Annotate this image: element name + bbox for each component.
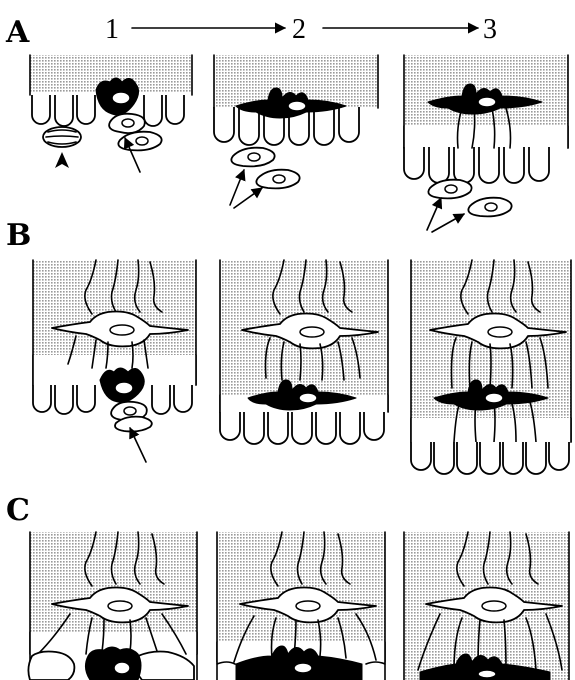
row-label-b: B xyxy=(6,218,31,253)
panel-a3 xyxy=(404,55,568,232)
step-number-1: 1 xyxy=(105,14,119,45)
row-label-a: A xyxy=(5,15,30,50)
migration-arrow xyxy=(130,428,146,462)
migration-arrow xyxy=(432,214,464,232)
panel-c2 xyxy=(217,532,385,680)
black-cell xyxy=(85,647,141,680)
row-label-c: C xyxy=(6,493,30,528)
panel-a2 xyxy=(214,55,378,208)
panel-c1 xyxy=(28,532,197,680)
panel-b1 xyxy=(33,260,196,462)
panel-c3 xyxy=(404,532,569,680)
migration-arrow xyxy=(234,188,262,208)
step-number-2: 2 xyxy=(292,14,306,45)
panel-b2 xyxy=(220,260,388,444)
panel-a1 xyxy=(30,55,192,172)
panel-b3 xyxy=(411,260,571,474)
migration-arrow xyxy=(427,198,441,230)
arrowhead-icon xyxy=(55,152,69,168)
step-number-3: 3 xyxy=(483,14,497,45)
migration-arrow xyxy=(230,170,244,205)
